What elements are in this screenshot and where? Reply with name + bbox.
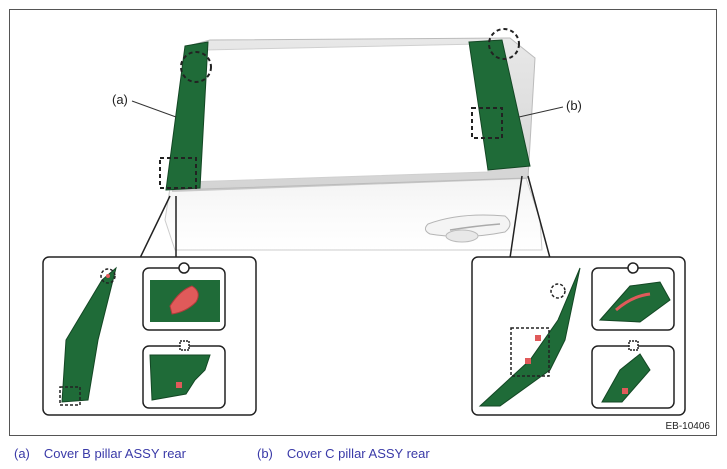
legend-text: Cover B pillar ASSY rear (43, 446, 186, 461)
clip-marker-circle (180, 51, 212, 83)
leader-line-b (518, 106, 564, 118)
detail-panel-c-pillar (471, 256, 686, 416)
illustration-figure: (a) (b) EB-10406 (9, 9, 717, 436)
zoom-connector-left (139, 195, 177, 259)
clip-marker-square (159, 157, 197, 189)
rear-door-illustration (42, 28, 686, 416)
callout-a: (a) (112, 92, 128, 107)
door-body (164, 37, 543, 251)
legend-item-a: (a) Cover B pillar ASSY rear (14, 446, 186, 461)
legend: (a) Cover B pillar ASSY rear (b) Cover C p… (0, 442, 727, 469)
cover-b-pillar (165, 41, 209, 191)
clip-marker-circle (488, 28, 520, 60)
door-handle (424, 214, 511, 243)
figure-code: EB-10406 (665, 421, 710, 432)
clip-marker-square (471, 107, 503, 139)
leader-line-a (131, 100, 177, 118)
legend-key: (a) (14, 446, 30, 461)
legend-key: (b) (257, 446, 273, 461)
detail-panel-b-pillar (42, 256, 257, 416)
legend-item-b: (b) Cover C pillar ASSY rear (257, 446, 430, 461)
callout-b: (b) (566, 98, 582, 113)
zoom-connector-right (509, 175, 551, 259)
legend-text: Cover C pillar ASSY rear (286, 446, 430, 461)
